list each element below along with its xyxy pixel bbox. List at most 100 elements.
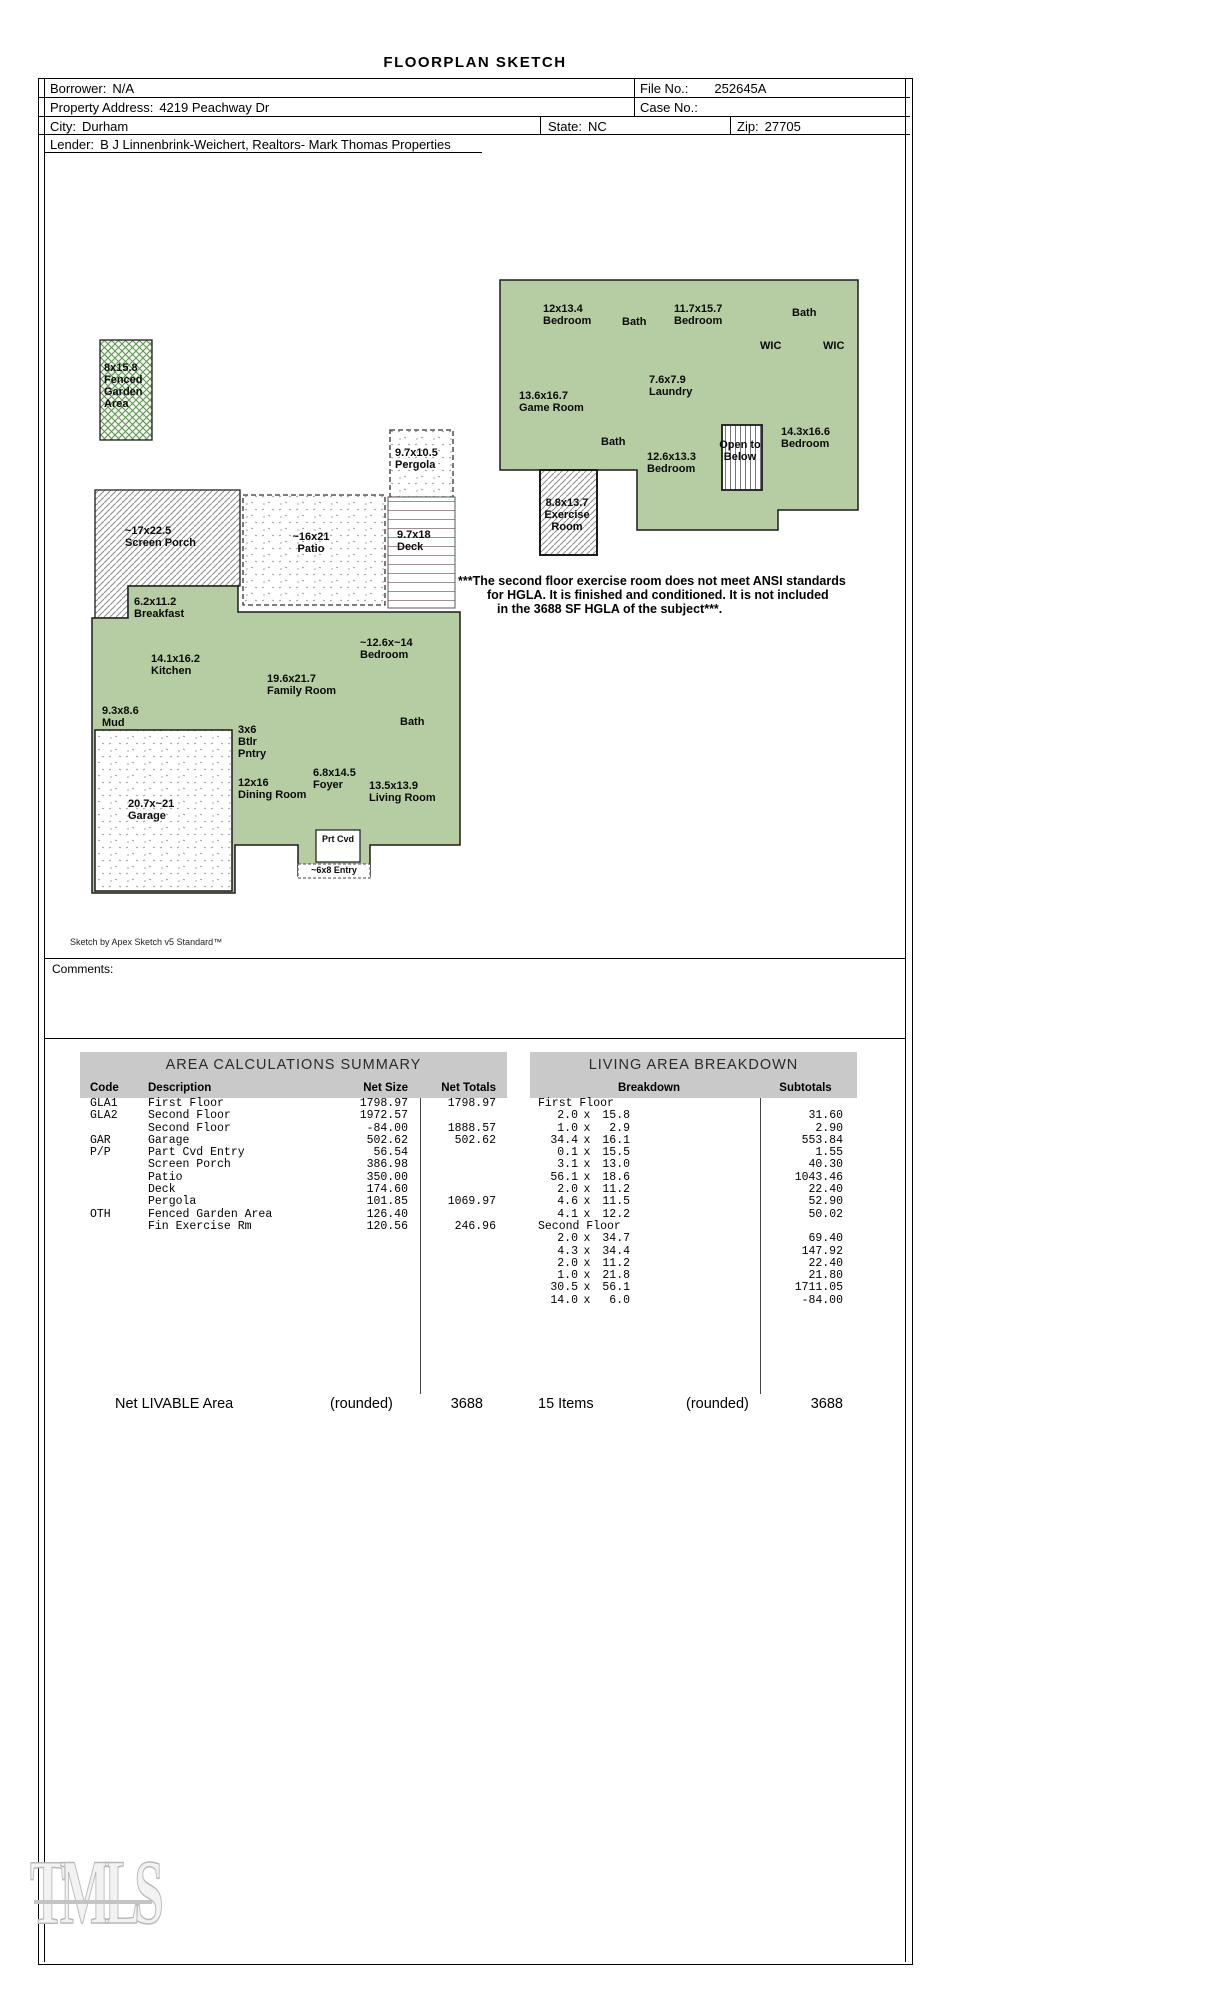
cell: 147.92 [801, 1244, 843, 1258]
exercise-room-shape [539, 469, 598, 556]
room-label: WIC [760, 340, 782, 352]
cell: 2.0 [557, 1256, 578, 1270]
watermark: TMLS [30, 1841, 165, 1943]
cell: 502.62 [366, 1133, 408, 1147]
cell: 22.40 [808, 1256, 843, 1270]
property-address-value: 4219 Peachway Dr [159, 100, 270, 115]
cell: 4.3 [557, 1244, 578, 1258]
net-livable-label: Net LIVABLE Area [115, 1396, 234, 1412]
cell: x [583, 1232, 591, 1246]
header-divider [45, 152, 482, 153]
cell: Pergola [148, 1195, 197, 1209]
summary-footer: Net LIVABLE Area (rounded) 3688 [80, 1396, 507, 1416]
cell: 69.40 [808, 1232, 843, 1246]
cell: 1.0 [557, 1121, 578, 1135]
cell: -84.00 [801, 1293, 843, 1307]
cell: 2.90 [815, 1121, 843, 1135]
city-field: City:Durham [50, 119, 128, 134]
breakdown-section-label: First Floor [538, 1097, 614, 1110]
cell: 120.56 [366, 1219, 408, 1233]
cell: x [583, 1293, 591, 1307]
cell: 126.40 [366, 1207, 408, 1221]
cell [408, 1147, 507, 1159]
cell: 3.1 [557, 1158, 578, 1172]
page-title: FLOORPLAN SKETCH [383, 54, 567, 71]
room-label: Bath [622, 316, 647, 328]
cell: 15.8 [602, 1109, 630, 1123]
header-divider [39, 97, 910, 98]
file-no-label: File No.: [640, 81, 689, 96]
section-divider [45, 1038, 905, 1039]
living-breakdown-title: LIVING AREA BREAKDOWN [530, 1052, 857, 1078]
case-no-field: Case No.: [640, 100, 704, 115]
cell: Fenced Garden Area [148, 1207, 273, 1221]
cell [90, 1221, 148, 1233]
summary-row: OTH Fenced Garden Area 126.40 [80, 1207, 507, 1221]
file-no-field: File No.:252645A [640, 81, 766, 96]
cell: 1.55 [815, 1146, 843, 1160]
zip-label: Zip: [737, 119, 759, 134]
zip-value: 27705 [764, 119, 801, 134]
cell: 21.80 [808, 1269, 843, 1283]
cell: x [583, 1207, 591, 1221]
cell [90, 1196, 148, 1208]
borrower-value: N/A [112, 81, 135, 96]
watermark-strike-line [34, 1900, 152, 1904]
cell: 56.1 [602, 1281, 630, 1295]
zip-field: Zip: 27705 [737, 119, 801, 134]
room-label: ~6x8 Entry [311, 865, 357, 875]
cell: x [583, 1244, 591, 1258]
cell: GAR [90, 1133, 111, 1147]
cell: x [583, 1146, 591, 1160]
room-label: Bath [601, 436, 626, 448]
cell: 15.5 [602, 1146, 630, 1160]
part-covered-entry-shape [315, 829, 361, 863]
cell: 1972.57 [359, 1109, 408, 1123]
ansi-note-line-2: for HGLA. It is finished and conditioned… [487, 588, 829, 602]
area-summary-table: AREA CALCULATIONS SUMMARY Code Descripti… [80, 1052, 507, 1424]
cell: 1.0 [557, 1269, 578, 1283]
cell: 0.1 [557, 1146, 578, 1160]
lender-label: Lender: [50, 137, 95, 152]
garage-shape [94, 729, 233, 892]
header-divider [39, 134, 910, 135]
header-divider [39, 116, 910, 117]
breakdown-total: 3688 [810, 1396, 843, 1412]
cell: OTH [90, 1207, 111, 1221]
inner-border-left [44, 79, 45, 1962]
living-breakdown-table: LIVING AREA BREAKDOWN Breakdown Subtotal… [530, 1052, 857, 1424]
cell: 1798.97 [359, 1097, 408, 1110]
cell: Garage [148, 1133, 190, 1147]
cell [90, 1159, 148, 1171]
cell: Part Cvd Entry [148, 1146, 245, 1160]
room-label: Bath [792, 307, 817, 319]
cell: 12.2 [602, 1207, 630, 1221]
cell: 1888.57 [447, 1121, 496, 1135]
